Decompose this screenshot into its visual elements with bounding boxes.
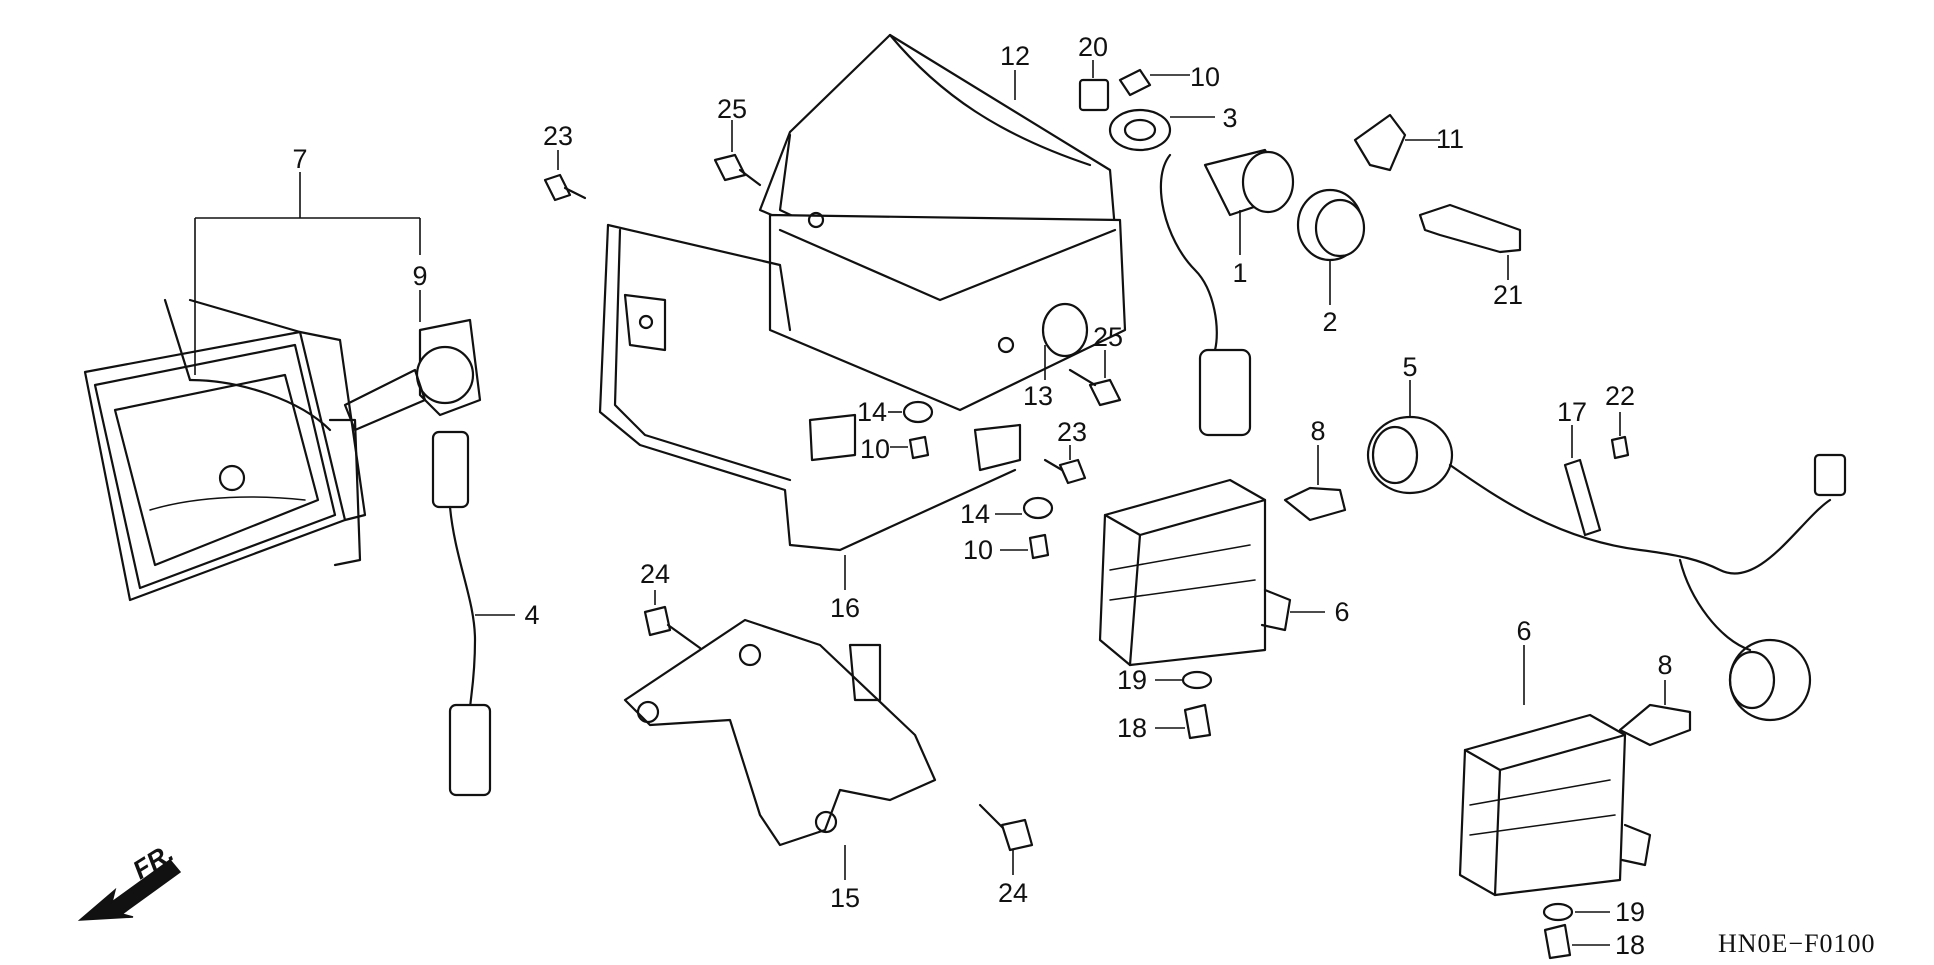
- screw-10-top: [1118, 68, 1152, 97]
- callout-12: 12: [1000, 41, 1030, 71]
- clip-21: [1418, 203, 1522, 254]
- bolt-25-right: [1068, 368, 1122, 407]
- callout-1: 1: [1232, 258, 1247, 288]
- callout-17: 17: [1557, 397, 1587, 427]
- callout-2: 2: [1322, 307, 1337, 337]
- callout-10-upper: 10: [860, 434, 890, 464]
- clip-20: [1078, 78, 1110, 112]
- lamp-6-upper: [1098, 478, 1292, 667]
- callout-14-upper: 14: [857, 397, 887, 427]
- callout-3: 3: [1222, 103, 1237, 133]
- bulb-8-upper: [1283, 486, 1347, 522]
- callout-19-upper: 19: [1117, 665, 1147, 695]
- callout-11: 11: [1436, 124, 1464, 154]
- callout-23-right: 23: [1057, 417, 1087, 447]
- callout-13: 13: [1023, 381, 1053, 411]
- bolt-23-left: [543, 173, 587, 202]
- callout-5: 5: [1402, 352, 1417, 382]
- diagram-code: HN0E−F0100: [1718, 929, 1876, 958]
- socket-5-upper: [1366, 415, 1454, 495]
- callout-18-upper: 18: [1117, 713, 1147, 743]
- bulb-8-lower: [1618, 703, 1692, 747]
- nut-3: [1108, 108, 1172, 152]
- callout-21: 21: [1493, 280, 1523, 310]
- callout-8-upper: 8: [1310, 416, 1325, 446]
- callout-20: 20: [1078, 32, 1108, 62]
- callout-15: 15: [830, 883, 860, 913]
- bolt-18-lower: [1543, 923, 1572, 960]
- callout-10-top: 10: [1190, 62, 1220, 92]
- socket-1: [1159, 148, 1295, 437]
- clamp-17: [1563, 458, 1602, 537]
- headlight-assembly: [83, 298, 367, 602]
- callout-22: 22: [1605, 381, 1635, 411]
- socket-5-lower: [1728, 638, 1812, 722]
- callout-9: 9: [412, 261, 427, 291]
- frame-16: [598, 223, 1022, 552]
- housing-13: [768, 211, 1127, 412]
- harness-4: [431, 430, 492, 797]
- grommet-14-lower: [1022, 496, 1054, 520]
- bolt-24-upper: [643, 605, 702, 650]
- bolt-23-right: [1043, 458, 1087, 485]
- callout-7: 7: [292, 144, 307, 174]
- washer-19-lower: [1542, 902, 1574, 922]
- bolt-18-upper: [1183, 703, 1212, 740]
- stay-15: [623, 618, 937, 847]
- washer-19-upper: [1181, 670, 1213, 690]
- callout-7-bracket: [194, 172, 421, 375]
- harness-5: [1448, 453, 1847, 652]
- front-direction-arrow: [77, 858, 182, 921]
- callout-25-left: 25: [717, 94, 747, 124]
- lamp-6-lower: [1458, 713, 1652, 897]
- callout-25-right: 25: [1093, 322, 1123, 352]
- callout-24-lower: 24: [998, 878, 1028, 908]
- bolt-24-lower: [978, 803, 1034, 852]
- callout-4: 4: [524, 600, 539, 630]
- callout-18-lower: 18: [1615, 930, 1645, 960]
- grommet-14-upper: [902, 400, 934, 424]
- callout-10-lower: 10: [963, 535, 993, 565]
- callout-6-upper: 6: [1334, 597, 1349, 627]
- callout-14-lower: 14: [960, 499, 990, 529]
- callout-23-left: 23: [543, 121, 573, 151]
- screw-10-upper: [908, 435, 930, 460]
- band-11: [1353, 113, 1407, 172]
- screw-22: [1610, 435, 1630, 460]
- callout-24-upper: 24: [640, 559, 670, 589]
- callout-6-lower: 6: [1516, 616, 1531, 646]
- callout-19-lower: 19: [1615, 897, 1645, 927]
- screw-10-lower: [1028, 533, 1050, 560]
- cap-2: [1296, 188, 1366, 262]
- bolt-25-left: [713, 153, 762, 187]
- bulb-9: [343, 318, 482, 432]
- callout-16: 16: [830, 593, 860, 623]
- callout-8-lower: 8: [1657, 650, 1672, 680]
